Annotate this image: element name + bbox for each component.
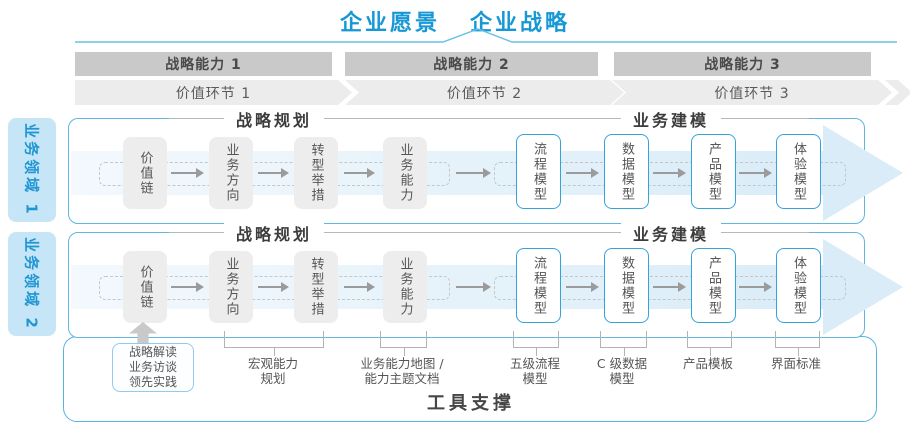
box-experience-model: 体验模型 — [776, 134, 821, 209]
note-process-model: 五级流程 模型 — [509, 356, 560, 386]
box-label: 流程模型 — [531, 255, 546, 316]
bracket-icon — [380, 331, 427, 356]
domain-row-2: 战略规划 业务建模 价值链 业务方向 转型举措 业务能力 流程模型 数据模型 产… — [68, 221, 903, 338]
tool-support-title: 工具支撑 — [427, 393, 515, 414]
value-chain-band-2: 价值环节 2 — [345, 80, 624, 105]
note-macro-capability: 宏观能力 规划 — [247, 356, 298, 386]
bracket-icon — [687, 331, 732, 356]
arrow-right-icon — [258, 282, 289, 292]
value-chain-band-3: 价值环节 3 — [612, 80, 892, 105]
note-product-template: 产品模板 — [682, 356, 733, 371]
box-business-direction: 业务方向 — [209, 137, 253, 209]
arrow-right-icon — [653, 282, 686, 292]
value-chain-band-3-label: 价值环节 3 — [714, 85, 790, 102]
domain-label-1-text: 业务领域 1 — [22, 123, 41, 217]
box-process-model: 流程模型 — [516, 248, 561, 323]
capability-band-1: 战略能力 1 — [75, 52, 332, 76]
arrow-right-icon — [456, 282, 491, 292]
box-data-model: 数据模型 — [604, 248, 649, 323]
note-capability-map: 业务能力地图 / 能力主题文档 — [360, 356, 444, 386]
box-label: 业务能力 — [397, 257, 413, 317]
box-data-model: 数据模型 — [604, 134, 649, 209]
note-ui-standard: 界面标准 — [770, 356, 821, 371]
box-product-model: 产品模型 — [691, 248, 736, 323]
arrow-right-icon — [258, 168, 289, 178]
modeling-dashed-group — [494, 276, 846, 300]
box-label: 转型举措 — [308, 143, 324, 203]
arrow-right-icon — [171, 168, 204, 178]
arrow-right-icon — [653, 168, 686, 178]
value-chain-band-1: 价值环节 1 — [75, 80, 352, 105]
capability-band-2-label: 战略能力 2 — [433, 57, 510, 73]
box-label: 业务方向 — [223, 257, 239, 317]
planning-dashed-group — [99, 276, 450, 300]
top-title-row: 企业愿景 企业战略 — [0, 5, 910, 37]
box-transformation-measures: 转型举措 — [294, 251, 338, 323]
arrow-right-icon — [456, 168, 491, 178]
box-label: 产品模型 — [706, 255, 721, 316]
planning-section-title: 战略规划 — [223, 221, 325, 245]
domain-label-1: 业务领域 1 — [8, 118, 56, 222]
header-divider-line — [169, 232, 809, 233]
domain-row-1: 战略规划 业务建模 价值链 业务方向 转型举措 业务能力 流程模型 数据模型 产… — [68, 107, 903, 224]
value-chain-band-2-label: 价值环节 2 — [446, 85, 523, 102]
box-process-model: 流程模型 — [516, 134, 561, 209]
box-label: 业务能力 — [397, 143, 413, 203]
box-label: 数据模型 — [619, 255, 634, 316]
box-label: 业务方向 — [223, 143, 239, 203]
arrow-right-icon — [739, 168, 772, 178]
box-product-model: 产品模型 — [691, 134, 736, 209]
box-transformation-measures: 转型举措 — [294, 137, 338, 209]
domain-label-2-text: 业务领域 2 — [22, 237, 41, 331]
box-label: 产品模型 — [706, 141, 721, 202]
value-chain-band-1-label: 价值环节 1 — [175, 85, 252, 102]
planning-section-title: 战略规划 — [223, 107, 325, 131]
note-data-model: C 级数据 模型 — [596, 356, 648, 386]
practice-note-box: 战略解读 业务访谈 领先实践 — [112, 343, 194, 392]
domain-label-2: 业务领域 2 — [8, 232, 56, 336]
box-business-capability: 业务能力 — [383, 137, 427, 209]
planning-dashed-group — [99, 162, 450, 186]
arrow-right-icon — [739, 282, 772, 292]
box-value-chain: 价值链 — [123, 137, 167, 209]
box-business-direction: 业务方向 — [209, 251, 253, 323]
arrow-right-icon — [566, 282, 599, 292]
modeling-section-title: 业务建模 — [620, 107, 722, 131]
modeling-dashed-group — [494, 162, 846, 186]
box-value-chain: 价值链 — [123, 251, 167, 323]
box-label: 流程模型 — [531, 141, 546, 202]
bracket-icon — [224, 331, 324, 356]
arrow-right-icon — [566, 168, 599, 178]
bracket-icon — [513, 331, 559, 356]
box-label: 价值链 — [137, 150, 153, 196]
bracket-icon — [775, 331, 820, 356]
vision-title: 企业愿景 — [339, 11, 440, 36]
arrow-right-icon — [344, 282, 375, 292]
box-label: 体验模型 — [791, 141, 806, 202]
peak-divider-line — [75, 28, 897, 43]
bracket-icon — [600, 331, 647, 356]
box-label: 体验模型 — [791, 255, 806, 316]
box-label: 价值链 — [137, 264, 153, 310]
box-label: 转型举措 — [308, 257, 324, 317]
box-experience-model: 体验模型 — [776, 248, 821, 323]
capability-band-1-label: 战略能力 1 — [165, 57, 242, 73]
modeling-section-title: 业务建模 — [620, 221, 722, 245]
capability-band-3-label: 战略能力 3 — [704, 57, 781, 73]
arrow-right-icon — [171, 282, 204, 292]
capability-band-3: 战略能力 3 — [614, 52, 871, 76]
capability-band-2: 战略能力 2 — [345, 52, 598, 76]
box-label: 数据模型 — [619, 141, 634, 202]
header-divider-line — [169, 118, 809, 119]
box-business-capability: 业务能力 — [383, 251, 427, 323]
arrow-right-icon — [344, 168, 375, 178]
